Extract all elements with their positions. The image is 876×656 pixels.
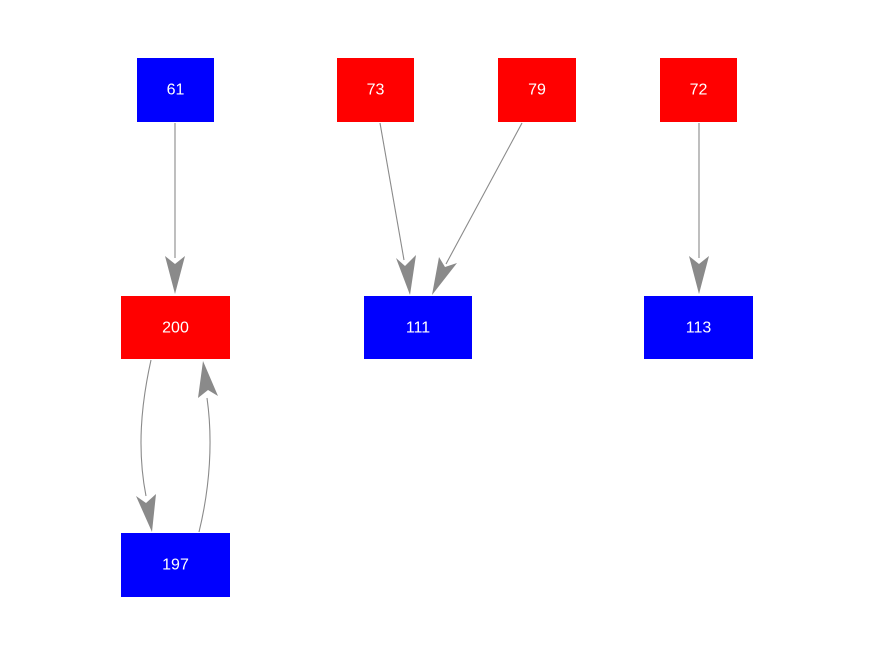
node-113-label: 113 [686, 320, 712, 337]
edge-73-to-111 [379, 122, 405, 261]
node-61-label: 61 [167, 82, 185, 99]
edge-200-to-197-arrowhead [136, 494, 156, 532]
edge-200-to-197 [140, 359, 152, 497]
node-200-label: 200 [162, 320, 189, 337]
node-111-label: 111 [406, 320, 430, 337]
edge-73-to-111-arrowhead [396, 255, 416, 295]
edge-61-to-200-arrowhead [165, 256, 185, 294]
node-73-label: 73 [367, 82, 385, 99]
node-111[interactable]: 111 [364, 296, 472, 359]
node-61[interactable]: 61 [137, 58, 214, 122]
node-111-box [364, 296, 472, 359]
node-72[interactable]: 72 [660, 58, 737, 122]
node-197-label: 197 [162, 557, 189, 574]
edge-79-to-111-arrowhead [432, 257, 457, 295]
node-79-label: 79 [528, 82, 546, 99]
node-200[interactable]: 200 [121, 296, 230, 359]
node-73-box [337, 58, 414, 122]
node-72-box [660, 58, 737, 122]
node-113-box [644, 296, 753, 359]
edge-197-to-200-arrowhead [198, 361, 218, 398]
node-72-label: 72 [690, 82, 708, 99]
edges-layer [136, 122, 709, 533]
node-79[interactable]: 79 [498, 58, 576, 122]
edge-79-to-111 [445, 122, 523, 265]
node-61-box [137, 58, 214, 122]
node-200-box [121, 296, 230, 359]
node-79-box [498, 58, 576, 122]
node-73[interactable]: 73 [337, 58, 414, 122]
node-113[interactable]: 113 [644, 296, 753, 359]
edge-197-to-200 [198, 397, 211, 533]
node-197[interactable]: 197 [121, 533, 230, 597]
node-197-box [121, 533, 230, 597]
edge-72-to-113-arrowhead [689, 256, 709, 294]
nodes-layer: 61 73 79 72 200 111 113 197 [121, 58, 753, 597]
